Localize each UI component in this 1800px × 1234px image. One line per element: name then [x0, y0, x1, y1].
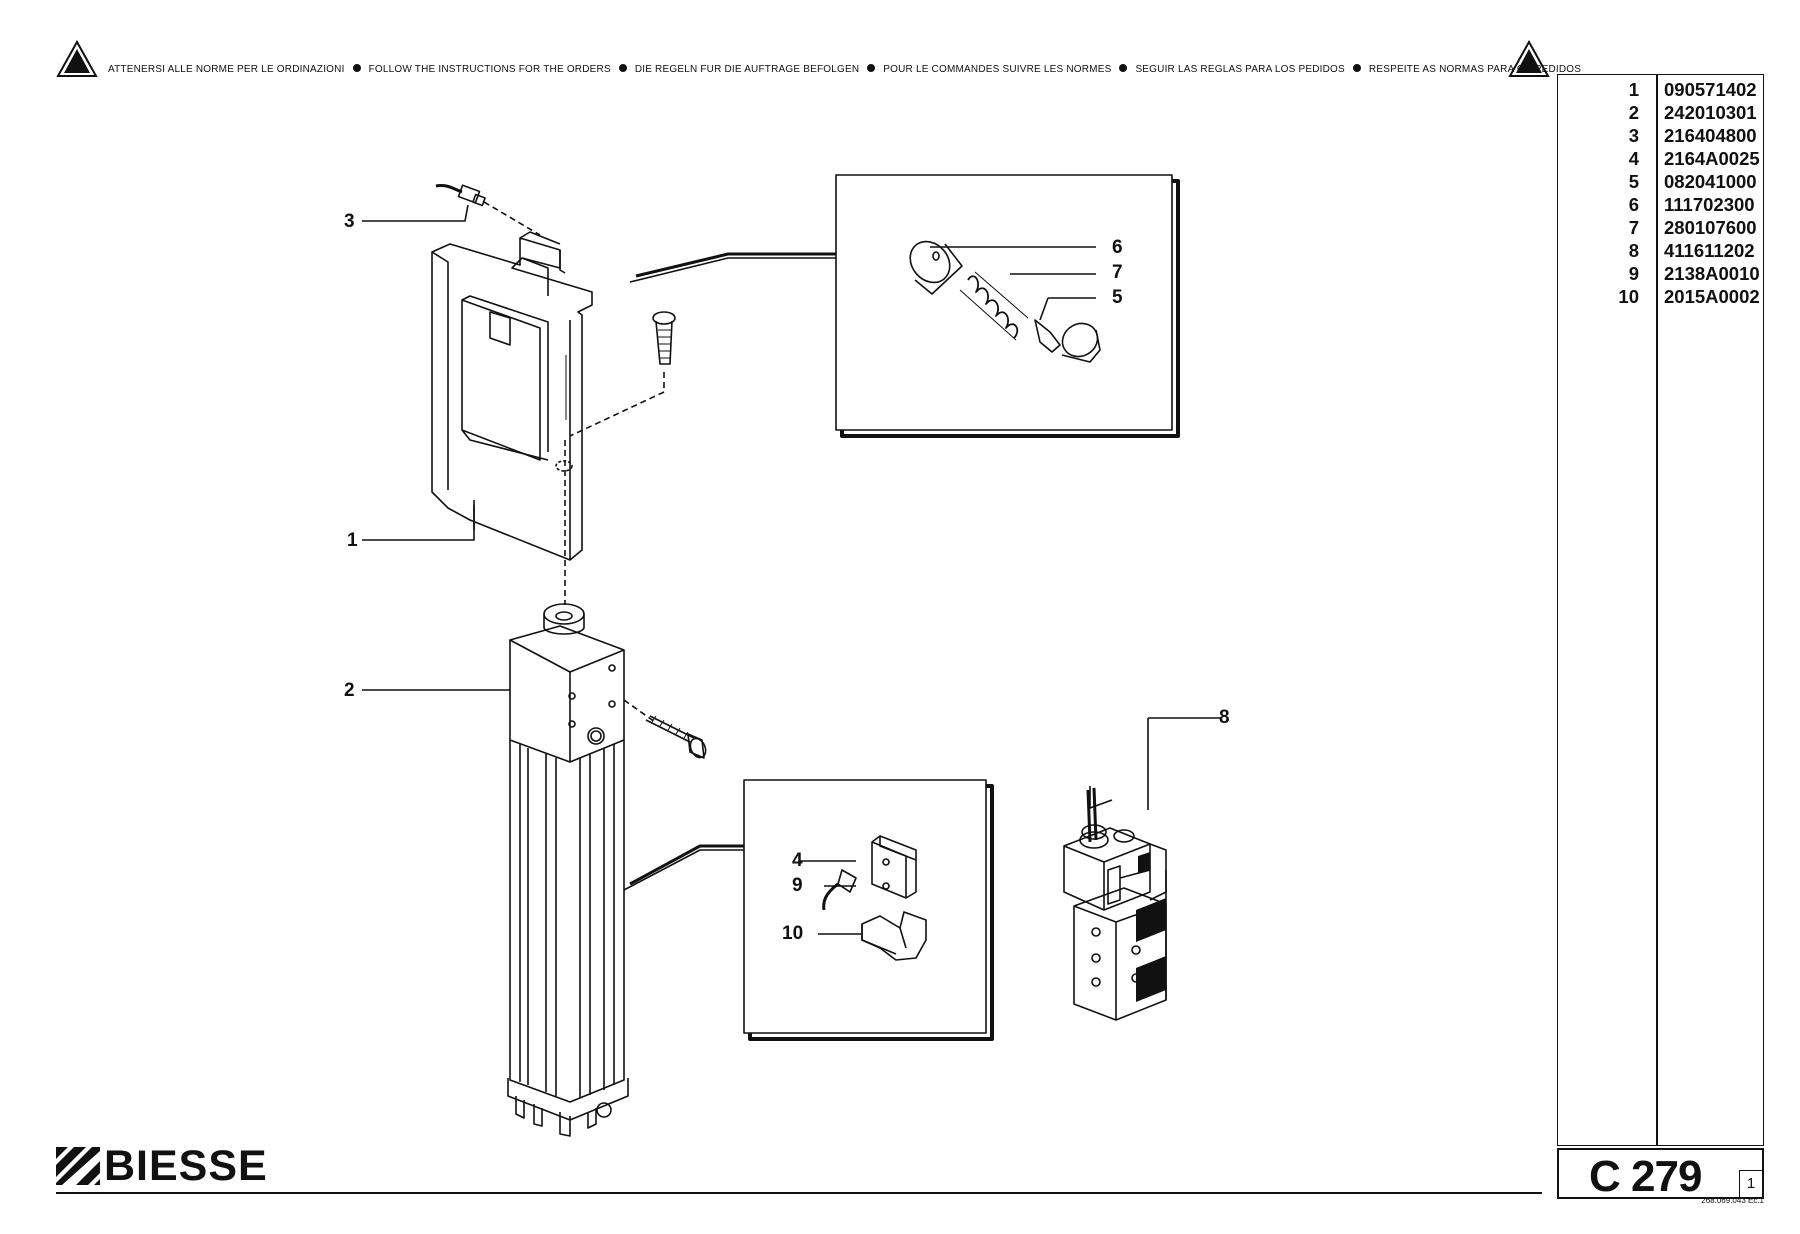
bullet-dot [1352, 64, 1361, 72]
callout-7: 7 [1112, 262, 1123, 283]
bullet-dot [1119, 64, 1128, 72]
warning-triangle-icon-right [1508, 40, 1550, 77]
sheet-number: 1 [1739, 1170, 1762, 1197]
callout-9: 9 [792, 875, 803, 896]
column-divider [1656, 75, 1658, 1145]
warning-pt: RESPEITE AS NORMAS PARA OS PEDIDOS [1368, 64, 1582, 75]
callout-5: 5 [1112, 287, 1123, 308]
bullet-dot [867, 64, 876, 72]
proximity-sensor-part-3 [435, 184, 486, 207]
page-code: C 279 [1589, 1152, 1702, 1201]
warning-it: ATTENERSI ALLE NORME PER LE ORDINAZIONI [108, 64, 345, 75]
bolt-upper [652, 311, 676, 365]
bullet-dot [352, 64, 361, 72]
warning-triangle-icon-left [56, 40, 98, 77]
callout-8: 8 [1219, 707, 1230, 728]
callout-4: 4 [792, 850, 803, 871]
ordering-instructions-line: ATTENERSI ALLE NORME PER LE ORDINAZIONI F… [108, 64, 1581, 78]
brand-logo-mark [56, 1147, 100, 1185]
exploded-view-drawing [362, 174, 1222, 1137]
bullet-dot [618, 64, 627, 72]
sensor-bracket-part-1 [431, 231, 593, 561]
callout-6: 6 [1112, 237, 1123, 258]
bolt-lower [623, 699, 707, 759]
detail-box-spring-assembly [629, 174, 1180, 438]
callout-1: 1 [347, 530, 358, 551]
callout-2: 2 [344, 680, 355, 701]
warning-fr: POUR LE COMMANDES SUIVRE LES NORMES [883, 64, 1112, 75]
warning-en: FOLLOW THE INSTRUCTIONS FOR THE ORDERS [368, 64, 611, 75]
document-reference: 268.069.043 Ec.1 [1701, 1196, 1764, 1205]
callout-3: 3 [344, 211, 355, 232]
pneumatic-cylinder-part-2 [507, 603, 629, 1137]
warning-de: DIE REGELN FUR DIE AUFTRAGE BEFOLGEN [634, 64, 860, 75]
page-code-box: C 279 1 [1557, 1148, 1764, 1201]
callout-10: 10 [782, 923, 804, 944]
brand-name: BIESSE [104, 1142, 268, 1190]
detail-box-sensor-holder [623, 779, 994, 1041]
warning-es: SEGUIR LAS REGLAS PARA LOS PEDIDOS [1135, 64, 1345, 75]
footer-rule [56, 1192, 1542, 1194]
